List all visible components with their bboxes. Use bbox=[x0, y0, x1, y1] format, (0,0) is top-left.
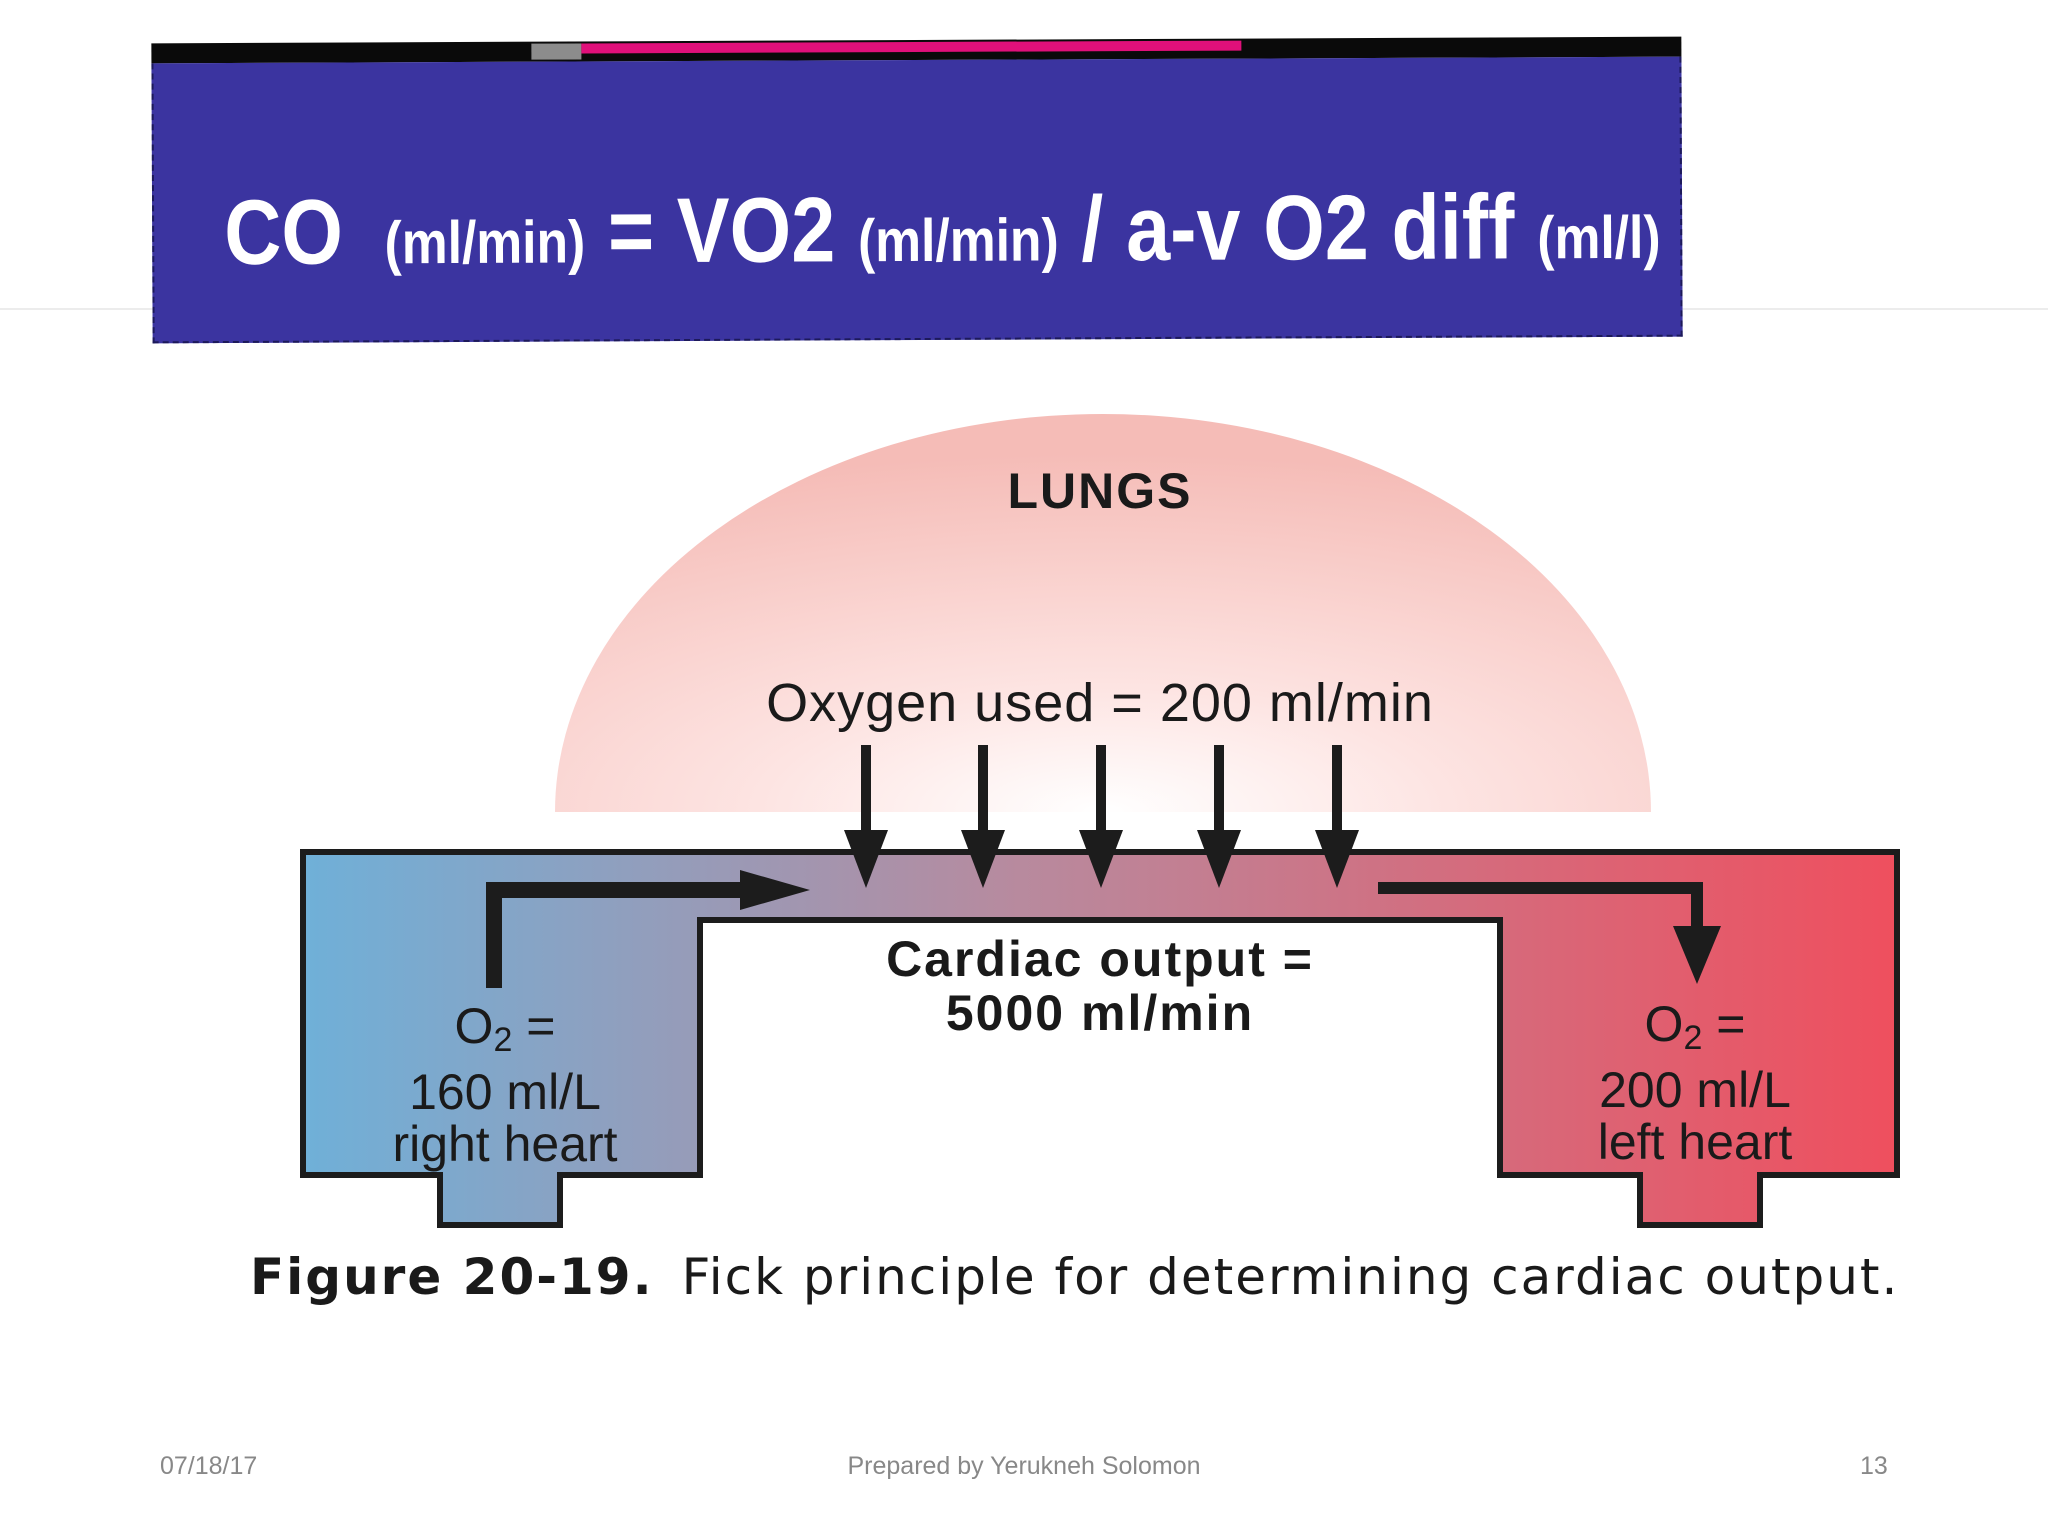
left-heart-o2: O2 = bbox=[1644, 996, 1746, 1057]
right-heart-name: right heart bbox=[392, 1116, 618, 1172]
flow-arrow-to-lungs bbox=[486, 882, 750, 988]
footer-page-number: 13 bbox=[1860, 1452, 1888, 1480]
cardiac-output-label: Cardiac output = 5000 ml/min bbox=[760, 932, 1440, 1040]
footer-author: Prepared by Yerukneh Solomon bbox=[847, 1452, 1201, 1480]
oxygen-uptake-arrows bbox=[844, 745, 1359, 888]
figure-number: Figure 20-19. bbox=[250, 1248, 654, 1306]
right-heart-o2: O2 = bbox=[454, 998, 556, 1059]
left-heart-name: left heart bbox=[1597, 1114, 1793, 1170]
flow-arrow-to-left-heart-head bbox=[1673, 926, 1721, 984]
left-heart-label: O2 = 200 ml/L left heart bbox=[1485, 998, 1905, 1168]
left-heart-o2-value: 200 ml/L bbox=[1599, 1062, 1791, 1118]
lungs-dome bbox=[555, 414, 1651, 812]
circulation-vessel bbox=[300, 849, 1900, 1228]
right-heart-label: O2 = 160 ml/L right heart bbox=[295, 1000, 715, 1170]
oxygen-arrow bbox=[1315, 745, 1359, 888]
figure-caption: Figure 20-19. Fick principle for determin… bbox=[250, 1248, 1899, 1306]
cardiac-output-line1: Cardiac output = bbox=[886, 931, 1314, 987]
figure-caption-text: Fick principle for determining cardiac o… bbox=[681, 1248, 1900, 1306]
cardiac-output-line2: 5000 ml/min bbox=[945, 985, 1255, 1041]
oxygen-arrow bbox=[844, 745, 888, 888]
oxygen-used-label: Oxygen used = 200 ml/min bbox=[766, 673, 1434, 733]
footer-date: 07/18/17 bbox=[160, 1452, 258, 1480]
right-heart-o2-value: 160 ml/L bbox=[409, 1064, 601, 1120]
oxygen-arrow bbox=[1197, 745, 1241, 888]
flow-arrow-to-lungs-head bbox=[740, 870, 810, 910]
oxygen-arrow bbox=[1079, 745, 1123, 888]
oxygen-arrow bbox=[961, 745, 1005, 888]
lungs-label: LUNGS bbox=[1007, 463, 1193, 519]
flow-arrow-to-left-heart bbox=[1378, 882, 1703, 938]
